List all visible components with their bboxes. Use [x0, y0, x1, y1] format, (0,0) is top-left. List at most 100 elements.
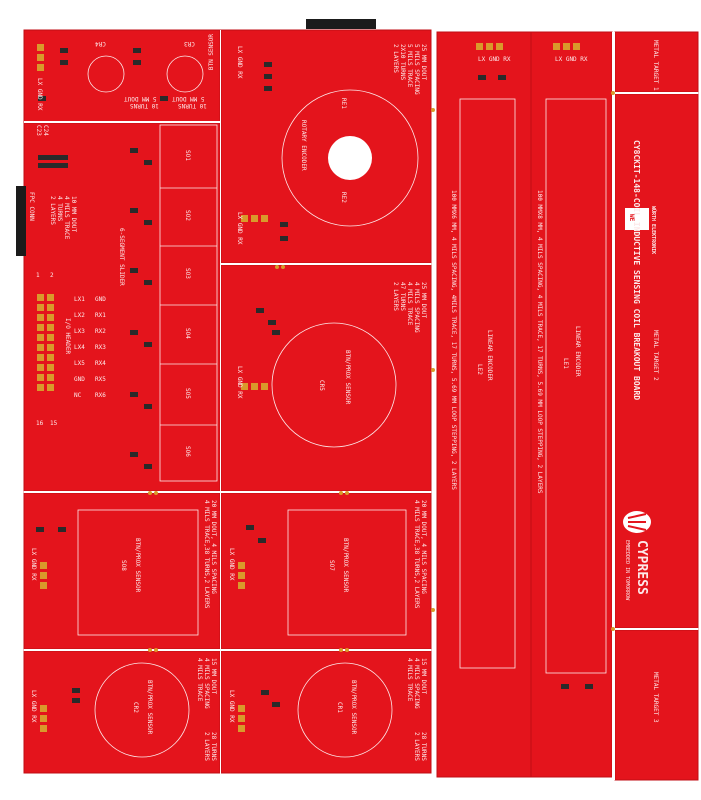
segment-so5: SO5	[184, 388, 191, 399]
pins-cr5	[241, 383, 248, 390]
so7-spec-1: 4 MILS TRACE,38 TURNS,2 LAYERS	[413, 500, 420, 609]
header-gnd-r: GND	[95, 296, 106, 303]
cypress-tag: EMBEDDED IN TOMORROW	[624, 540, 630, 601]
slider-caps: C24 C23	[35, 125, 49, 136]
top-connector	[306, 19, 376, 29]
header-nc: NC	[74, 392, 82, 399]
so8-spec-0: 20 MM DOUT, 4 MILS SPACING	[210, 500, 217, 594]
coil-rotary	[281, 89, 419, 227]
segment-so1: SO1	[184, 150, 191, 161]
panel-target2	[614, 93, 699, 629]
board-title: CY8CKIT-148-COIL INDUCTIVE SENSING COIL …	[632, 140, 641, 401]
rotary-spec-1: 5 MILS SPACING	[413, 44, 420, 95]
so7-pins: LX GND RX	[228, 548, 235, 581]
cr1-title: BTN/PROX SENSOR	[350, 680, 357, 735]
cr5-title: BTN/PROX SENSOR	[344, 350, 351, 405]
cr1-spec-2: 4 MILS TRACE	[406, 658, 413, 702]
cr3-title: BTN SENSOR	[208, 34, 215, 71]
cr1-label: CR1	[336, 702, 343, 713]
cr2-pins: LX GND RX	[30, 690, 37, 723]
header-rx1: RX1	[95, 312, 106, 319]
pins-cr2	[40, 705, 47, 712]
cr4-pins: LX GND RX	[36, 78, 43, 111]
pins-so8	[40, 562, 47, 569]
cr4-label: CR4	[95, 40, 106, 47]
pins-rotary	[241, 215, 248, 222]
pins-linear2	[476, 43, 483, 50]
linear1-spec: 100 MMX8 MM, 4 MILS SPACING, 4 MILS TRAC…	[536, 190, 543, 494]
coil-so8	[77, 509, 199, 636]
panel-rotary	[220, 29, 432, 264]
linear2-label: LE2	[476, 364, 483, 375]
so7-label: SO7	[328, 560, 335, 571]
so8-label: SO8	[120, 560, 127, 571]
header-lx4: LX4	[74, 344, 85, 351]
cr3-label: CR3	[184, 40, 195, 47]
rotary-coil-2: RE2	[340, 192, 347, 203]
panel-cr4	[23, 29, 221, 123]
header-lx1: LX1	[74, 296, 85, 303]
cr5-label: CR5	[318, 380, 325, 391]
panel-target1	[614, 31, 699, 93]
cr2-spec-0: 15 MM DOUT	[210, 658, 217, 695]
so8-spec-1: 4 MILS TRACE,38 TURNS,2 LAYERS	[203, 500, 210, 609]
pins-linear1	[553, 43, 560, 50]
segment-so4: SO4	[184, 328, 191, 339]
panel-cr1	[220, 650, 432, 774]
segment-so2: SO2	[184, 210, 191, 221]
header-pin-right-first: 2	[50, 272, 54, 279]
header-title: I/O HEADER	[64, 318, 71, 355]
pins-cr4	[37, 44, 44, 51]
cr2-spec2-0: 28 TURNS	[420, 732, 427, 761]
header-pin-right-last: 15	[50, 420, 58, 427]
cr2b-spec2-1: 2 LAYERS	[203, 732, 210, 761]
panel-so7	[220, 492, 432, 650]
cr3-spec-0: 5 MM DOUT	[172, 95, 205, 102]
pins-cr1	[238, 705, 245, 712]
coil-linear1	[545, 98, 607, 674]
linear1-pins: LX GND RX	[555, 56, 588, 63]
coil-cr2	[94, 662, 190, 758]
cr5-spec-1: 4 MILS SPACING	[413, 282, 420, 333]
wurth-text: WÜRTH ELEKTRONIK	[650, 206, 656, 255]
cr2-spec2-1: 2 LAYERS	[413, 732, 420, 761]
header-lx3: LX3	[74, 328, 85, 335]
panel-cr2	[23, 650, 221, 774]
cr2-title: BTN/PROX SENSOR	[146, 680, 153, 735]
header-lx2: LX2	[74, 312, 85, 319]
cr5-spec-0: 25 MM DOUT	[420, 282, 427, 319]
segment-so3: SO3	[184, 268, 191, 279]
cr3-spec-1: 10 TURNS	[178, 102, 207, 109]
rotary-hole	[328, 136, 372, 180]
linear2-spec: 100 MMX6 MM, 4 MILS SPACING, 4MILS TRACE…	[450, 190, 457, 490]
so8-pins: LX GND RX	[30, 548, 37, 581]
cr4-spec-0: 5 MM DOUT	[124, 95, 157, 102]
slider-spec-0: 10 MM DOUT	[70, 196, 77, 233]
io-header-pins	[37, 294, 54, 391]
fpc-connector	[16, 186, 26, 256]
cr1-spec-1: 4 MILS SPACING	[413, 658, 420, 709]
rotary-spec-2: 5 MILS TRACE	[406, 44, 413, 88]
header-rx5: RX5	[95, 376, 106, 383]
header-rx2: RX2	[95, 328, 106, 335]
panel-so8	[23, 492, 221, 650]
target-1: METAL TARGET 1	[652, 40, 659, 91]
cypress-text: CYPRESS	[634, 540, 649, 595]
slider-spec-3: 2 LAYERS	[49, 196, 56, 225]
rotary-spec-0: 25 MM DOUT	[420, 44, 427, 81]
cr5-spec-2: 4 MILS TRACE	[406, 282, 413, 326]
header-rx3: RX3	[95, 344, 106, 351]
so7-title: BTN/PROX SENSOR	[342, 538, 349, 593]
slider-spec-2: 4 TURNS	[56, 196, 63, 222]
fpc-label: FPC CONN	[28, 192, 35, 221]
header-pin-first: 1	[36, 272, 40, 279]
linear2-title: LINEAR ENCODER	[486, 330, 493, 381]
header-gnd-l: GND	[74, 376, 85, 383]
segment-so6: SO6	[184, 446, 191, 457]
rotary-pins: LX GND RX	[236, 212, 243, 245]
slider-spec-1: 4 MILS TRACE	[63, 196, 70, 240]
so8-title: BTN/PROX SENSOR	[134, 538, 141, 593]
cr5-spec-3: 47 TURNS	[399, 282, 406, 311]
cr2-label: CR2	[132, 702, 139, 713]
cr4-spec-1: 10 TURNS	[130, 102, 159, 109]
